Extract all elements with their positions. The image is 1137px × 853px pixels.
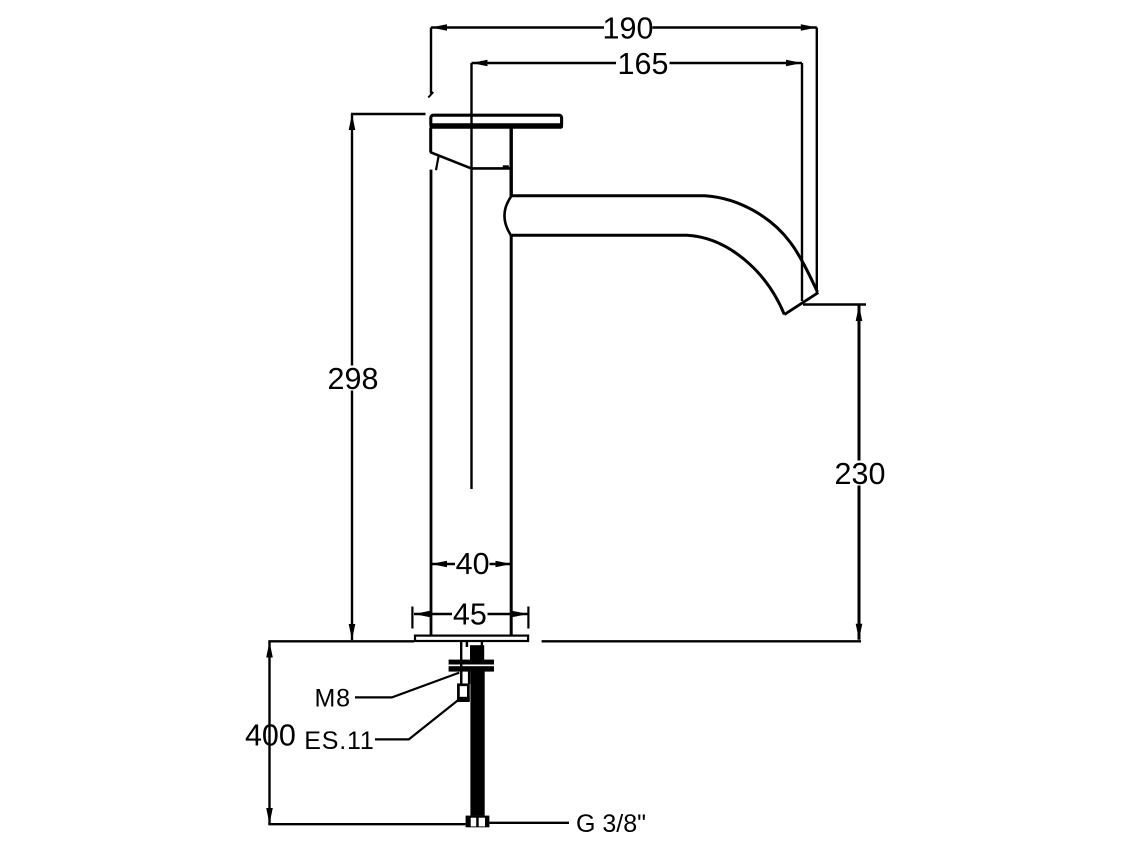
svg-text:45: 45	[453, 598, 487, 632]
svg-text:190: 190	[603, 12, 654, 46]
svg-text:298: 298	[328, 362, 379, 396]
svg-text:40: 40	[456, 547, 490, 581]
svg-text:G 3/8": G 3/8"	[576, 810, 646, 838]
svg-text:M8: M8	[315, 685, 351, 713]
svg-text:230: 230	[835, 457, 886, 491]
svg-text:165: 165	[618, 47, 669, 81]
svg-text:400: 400	[245, 719, 296, 753]
svg-text:ES.11: ES.11	[304, 727, 374, 755]
